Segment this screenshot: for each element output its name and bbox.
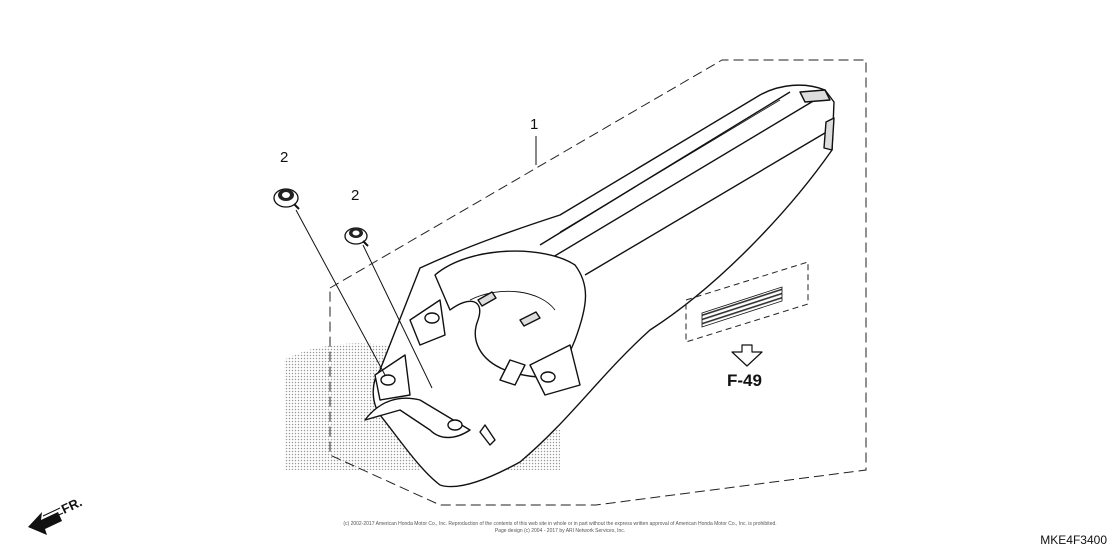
front-direction-label: FR. (59, 494, 84, 516)
callout-part-2b: 2 (351, 187, 359, 204)
front-direction-arrow-icon (28, 507, 64, 535)
caution-label-icon (701, 286, 783, 328)
callout-part-1: 1 (530, 116, 538, 133)
flange-bolt-icon[interactable] (344, 227, 369, 247)
figure-reference[interactable]: F-49 (727, 371, 762, 390)
parts-group-frame (329, 59, 867, 506)
diagram-code: MKE4F3400 (1040, 533, 1107, 547)
caution-label-reference (685, 261, 809, 343)
arrow-down-icon (731, 344, 763, 367)
copyright-line-2: Page design (c) 2004 - 2017 by ARI Netwo… (494, 528, 626, 534)
rear-fender[interactable] (364, 84, 835, 488)
flange-bolt-icon[interactable] (273, 188, 300, 210)
copyright-line-1: (c) 2002-2017 American Honda Motor Co., … (343, 521, 777, 527)
leader-lines (295, 136, 537, 389)
copyright-notice: (c) 2002-2017 American Honda Motor Co., … (250, 521, 870, 535)
callout-part-2a: 2 (280, 149, 288, 166)
